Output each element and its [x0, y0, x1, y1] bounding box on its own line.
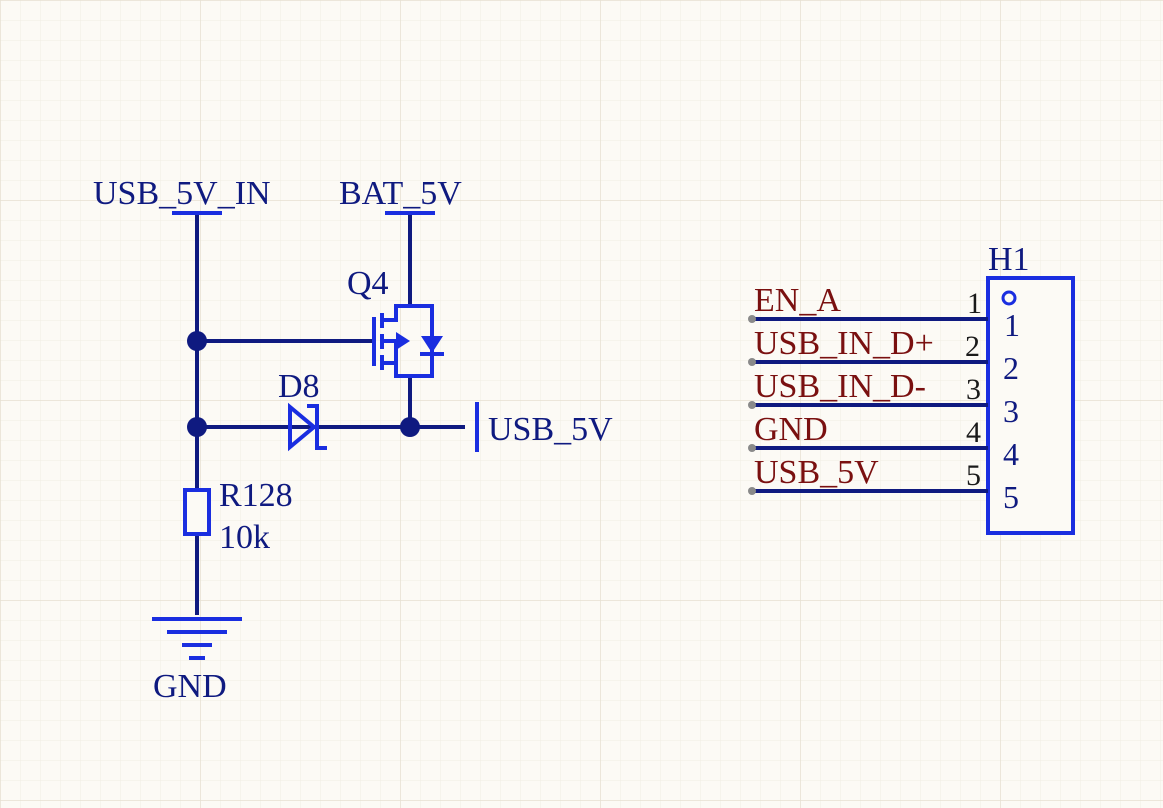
pin-inner-number: 4	[1003, 436, 1019, 472]
r128-value: 10k	[219, 519, 270, 556]
pin-inner-number: 2	[1003, 350, 1019, 386]
wires	[195, 215, 465, 615]
header-pin-5[interactable]: USB_5V 5 5	[748, 454, 1019, 515]
net-label-en-a: EN_A	[754, 282, 841, 319]
net-label-usb-in-dp: USB_IN_D+	[754, 325, 934, 362]
header-pin-2[interactable]: USB_IN_D+ 2 2	[748, 325, 1019, 386]
pin-inner-number: 3	[1003, 393, 1019, 429]
pin-number: 4	[966, 416, 981, 449]
header-pin-1[interactable]: EN_A 1 1	[748, 282, 1020, 343]
h1-header[interactable]: H1 EN_A 1 1 USB_IN_D+ 2 2 USB_IN_D- 3 3	[748, 241, 1075, 535]
bat-5v-label: BAT_5V	[339, 175, 462, 212]
net-label-usb-in-dm: USB_IN_D-	[754, 368, 926, 405]
junction-dot	[187, 417, 207, 437]
power-switch-circuit: USB_5V_IN BAT_5V	[93, 175, 613, 705]
q4-mosfet[interactable]: Q4	[347, 265, 444, 378]
net-label-usb-5v: USB_5V	[754, 454, 879, 491]
header-pin-4[interactable]: GND 4 4	[748, 411, 1019, 472]
r128-designator: R128	[219, 477, 293, 514]
usb-5v-port[interactable]: USB_5V	[475, 402, 613, 452]
junction-dot	[187, 331, 207, 351]
pin-inner-number: 1	[1004, 307, 1020, 343]
header-pin-3[interactable]: USB_IN_D- 3 3	[748, 368, 1019, 429]
usb-5v-label: USB_5V	[488, 411, 613, 448]
pin-number: 2	[965, 330, 980, 363]
usb-5v-in-label: USB_5V_IN	[93, 175, 271, 212]
h1-designator: H1	[988, 241, 1030, 278]
header-body	[986, 276, 1075, 535]
d8-diode[interactable]: D8	[278, 368, 327, 452]
q4-designator: Q4	[347, 265, 389, 302]
junctions	[187, 331, 420, 437]
usb-5v-in-port[interactable]: USB_5V_IN	[93, 175, 271, 215]
junction-dot	[400, 417, 420, 437]
net-label-gnd: GND	[754, 411, 828, 448]
pin-number: 1	[967, 287, 982, 320]
pin1-marker	[1001, 290, 1017, 306]
d8-designator: D8	[278, 368, 320, 405]
pin-number: 5	[966, 459, 981, 492]
gnd-label: GND	[153, 668, 227, 705]
pin-inner-number: 5	[1003, 479, 1019, 515]
gnd-symbol[interactable]: GND	[152, 617, 242, 705]
r128-resistor[interactable]: R128 10k	[183, 477, 293, 556]
bat-5v-port[interactable]: BAT_5V	[339, 175, 462, 215]
pin-number: 3	[966, 373, 981, 406]
